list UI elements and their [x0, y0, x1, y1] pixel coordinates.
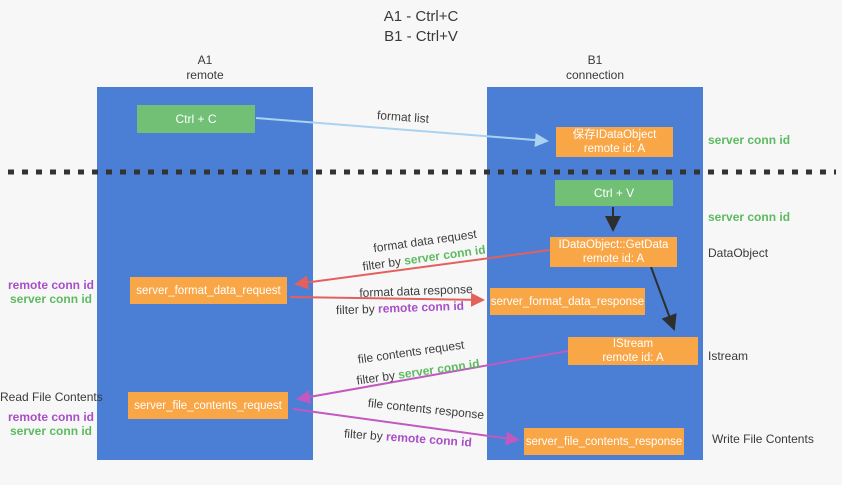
box-server-file-contents-response: server_file_contents_response	[524, 428, 684, 455]
getdata-line1: IDataObject::GetData	[558, 239, 669, 251]
label-server-conn-id-mid-right: server conn id	[708, 210, 791, 224]
label-read-file-contents: Read File Contents	[0, 390, 103, 404]
title-line-2: B1 - Ctrl+V	[384, 28, 458, 45]
label-istream: Istream	[708, 349, 749, 363]
lane-header-a1: A1 remote	[97, 53, 313, 83]
filter-by-text: filter by	[343, 426, 387, 444]
remote-conn-id-emphasis: remote conn id	[377, 298, 465, 316]
arrow-file-contents-request	[296, 350, 569, 404]
label-server-conn-id-left-bottom: server conn id	[9, 424, 93, 438]
server-file-contents-request-label: server_file_contents_request	[134, 399, 282, 412]
arrow-format-list	[255, 117, 549, 148]
ctrl-c-label: Ctrl + C	[175, 112, 217, 126]
save-idataobject-line1: 保存IDataObject	[572, 129, 657, 141]
box-server-file-contents-request: server_file_contents_request	[128, 392, 288, 419]
arrow-format-data-request	[294, 249, 551, 290]
title-line-1: A1 - Ctrl+C	[383, 8, 459, 25]
box-server-format-data-response: server_format_data_response	[490, 288, 645, 315]
arrow-format-data-response	[289, 292, 485, 307]
lane-b1-role: connection	[565, 68, 625, 82]
label-remote-conn-id-left-bottom: remote conn id	[7, 410, 94, 424]
box-ctrl-c: Ctrl + C	[137, 105, 255, 133]
box-idataobject-getdata: IDataObject::GetData remote id: A	[550, 237, 677, 267]
lane-a1-name: A1	[197, 53, 213, 67]
server-format-data-request-label: server_format_data_request	[136, 284, 281, 297]
istream-line2: remote id: A	[602, 352, 664, 364]
arrow-file-contents-response	[292, 408, 520, 446]
left-conn-id-block-bottom: remote conn id server conn id	[0, 410, 102, 438]
save-idataobject-line2: remote id: A	[583, 143, 646, 155]
box-istream: IStream remote id: A	[568, 337, 698, 365]
arrow-getdata-to-istream	[650, 266, 677, 331]
filter-by-text: filter by	[335, 301, 379, 318]
server-file-contents-response-label: server_file_contents_response	[525, 435, 683, 448]
label-remote-conn-id-left-top: remote conn id	[7, 278, 94, 292]
label-server-conn-id-top-right: server conn id	[708, 133, 791, 147]
ctrl-v-label: Ctrl + V	[593, 186, 635, 200]
lane-header-b1: B1 connection	[487, 53, 703, 83]
server-format-data-response-label: server_format_data_response	[490, 295, 645, 308]
label-dataobject: DataObject	[708, 246, 769, 260]
istream-line1: IStream	[612, 338, 654, 350]
box-server-format-data-request: server_format_data_request	[130, 277, 287, 304]
lane-b1-name: B1	[587, 53, 603, 67]
lane-a1-role: remote	[186, 68, 224, 82]
box-save-idataobject: 保存IDataObject remote id: A	[556, 127, 673, 157]
left-conn-id-block-top: remote conn id server conn id	[0, 278, 102, 306]
label-server-conn-id-left-top: server conn id	[9, 292, 93, 306]
label-write-file-contents: Write File Contents	[712, 432, 814, 446]
getdata-line2: remote id: A	[582, 253, 645, 265]
diagram-title: A1 - Ctrl+C B1 - Ctrl+V	[0, 7, 842, 47]
box-ctrl-v: Ctrl + V	[555, 180, 673, 206]
